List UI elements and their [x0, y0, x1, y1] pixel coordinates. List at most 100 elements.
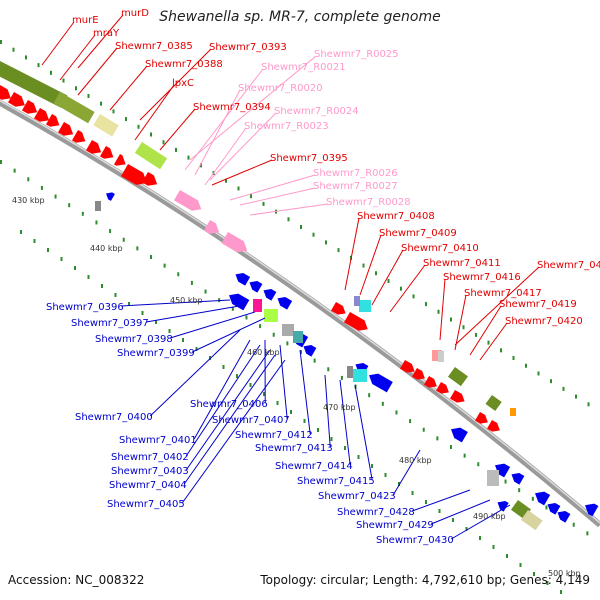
kbp-label: 470 kbp: [323, 403, 356, 412]
feature-purple-block: [354, 296, 360, 306]
gene-label[interactable]: Shewmr7_0388: [145, 59, 223, 70]
leader-lines: [41, 14, 540, 540]
gene-label[interactable]: Shewmr7_0404: [109, 480, 187, 491]
feature-olive-block-3: [447, 367, 468, 387]
gene-arrow: [121, 164, 148, 185]
gene-label[interactable]: Shewmr7_0418: [537, 260, 600, 271]
gene-label[interactable]: Shewmr7_0398: [95, 334, 173, 345]
gene-label[interactable]: Shewmr7_0429: [356, 520, 434, 531]
gene-label[interactable]: Shewmr7_R0026: [313, 168, 398, 179]
gene-label[interactable]: Shewmr7_0414: [275, 461, 353, 472]
leader-line: [324, 374, 331, 448]
tick-dot: [317, 428, 319, 432]
gene-label[interactable]: Shewmr7_0403: [111, 466, 189, 477]
gene-label[interactable]: Shewmr7_0416: [443, 272, 521, 283]
gene-label[interactable]: Shewmr7_0393: [209, 42, 287, 53]
gene-label[interactable]: Shewmr7_0408: [357, 211, 435, 222]
gene-label[interactable]: murE: [72, 15, 99, 26]
gene-label[interactable]: Shewmr7_0385: [115, 41, 193, 52]
kbp-label: 490 kbp: [473, 512, 506, 521]
kbp-label: 440 kbp: [90, 244, 123, 253]
gene-label[interactable]: Shewmr7_0420: [505, 316, 583, 327]
tick-dot: [462, 325, 465, 330]
gene-label[interactable]: Shewmr7_R0028: [326, 197, 411, 208]
tick-dot: [398, 482, 400, 486]
gene-label[interactable]: Shewmr7_0412: [235, 430, 313, 441]
tick-dot: [525, 363, 527, 368]
gene-label[interactable]: Shewmr7_0407: [212, 415, 290, 426]
gene-label[interactable]: Shewmr7_R0025: [314, 49, 399, 60]
gene-arrow: [487, 420, 500, 432]
gene-arrow: [8, 92, 25, 107]
tick-dot: [272, 332, 275, 337]
gene-label[interactable]: Shewmr7_0413: [255, 443, 333, 454]
tick-dot: [122, 237, 125, 242]
gene-arrow: [249, 280, 263, 293]
gene-label[interactable]: Shewmr7_0410: [401, 243, 479, 254]
tick-dot: [395, 410, 398, 415]
tick-dot: [312, 232, 315, 237]
gene-label[interactable]: Shewmr7_0401: [119, 435, 197, 446]
tick-dot: [344, 446, 346, 450]
gene-label[interactable]: Shewmr7_0411: [423, 258, 501, 269]
tick-dot: [287, 217, 290, 222]
gene-label[interactable]: lpxC: [172, 78, 194, 89]
gene-label[interactable]: Shewmr7_0400: [75, 412, 153, 423]
tick-dot: [375, 271, 377, 276]
tick-dot: [381, 401, 384, 406]
gene-label[interactable]: Shewmr7_0405: [107, 499, 185, 510]
gene-label[interactable]: Shewmr7_0399: [117, 348, 195, 359]
gene-labels: murD murE mraY Shewmr7_0385 Shewmr7_0393Shew…: [46, 8, 600, 546]
gene-arrow: [46, 114, 60, 127]
tick-dot: [74, 266, 76, 270]
gene-label[interactable]: Shewmr7_R0024: [274, 106, 359, 117]
tick-dot: [141, 311, 144, 315]
gene-label[interactable]: Shewmr7_0394: [193, 102, 271, 113]
gene-label[interactable]: Shewmr7_0423: [318, 491, 396, 502]
leader-line: [454, 294, 467, 351]
gene-label[interactable]: Shewmr7_0397: [71, 318, 149, 329]
tick-dot: [450, 317, 452, 322]
tick-dot: [137, 124, 140, 129]
tick-dot: [303, 419, 306, 423]
tick-dot: [25, 55, 27, 60]
gene-arrow: [204, 220, 220, 234]
feature-tan-block: [520, 509, 543, 531]
kbp-label: 500 kbp: [548, 569, 581, 578]
tick-dot: [327, 367, 330, 372]
leader-line: [149, 329, 241, 417]
gene-label[interactable]: Shewmr7_0415: [297, 476, 375, 487]
gene-arrow: [100, 146, 114, 159]
leader-line: [194, 89, 241, 176]
gene-label[interactable]: Shewmr7_0419: [499, 299, 577, 310]
leader-line: [412, 489, 471, 512]
leader-line: [146, 304, 246, 323]
leader-line: [134, 84, 175, 141]
gene-label[interactable]: Shewmr7_R0021: [261, 62, 346, 73]
gene-label[interactable]: Shewmr7_R0023: [244, 121, 329, 132]
gene-arrow: [303, 345, 317, 357]
gene-label[interactable]: Shewmr7_R0020: [238, 83, 323, 94]
feature-gray-block-5: [95, 201, 101, 211]
gene-label[interactable]: Shewmr7_0417: [464, 288, 542, 299]
gene-label[interactable]: Shewmr7_0406: [190, 399, 268, 410]
gene-label[interactable]: Shewmr7_0409: [379, 228, 457, 239]
gene-label[interactable]: Shewmr7_0395: [270, 153, 348, 164]
gene-label[interactable]: Shewmr7_0402: [111, 452, 189, 463]
tick-dot: [136, 246, 139, 251]
feature-gray-block-4: [487, 470, 499, 486]
leader-line: [193, 339, 251, 440]
leader-line: [170, 311, 256, 339]
gene-label[interactable]: murD: [121, 8, 149, 19]
gene-arrow: [497, 501, 509, 512]
gene-label[interactable]: Shewmr7_R0027: [313, 181, 398, 192]
gene-label[interactable]: mraY: [93, 28, 120, 39]
tick-dot: [325, 240, 327, 245]
gene-label[interactable]: Shewmr7_0428: [337, 507, 415, 518]
tick-dot: [411, 491, 414, 495]
tick-dot: [175, 147, 177, 152]
gene-label[interactable]: Shewmr7_0396: [46, 302, 124, 313]
gene-label[interactable]: Shewmr7_0430: [376, 535, 454, 546]
tick-dot: [300, 350, 302, 354]
leader-line: [359, 234, 382, 296]
